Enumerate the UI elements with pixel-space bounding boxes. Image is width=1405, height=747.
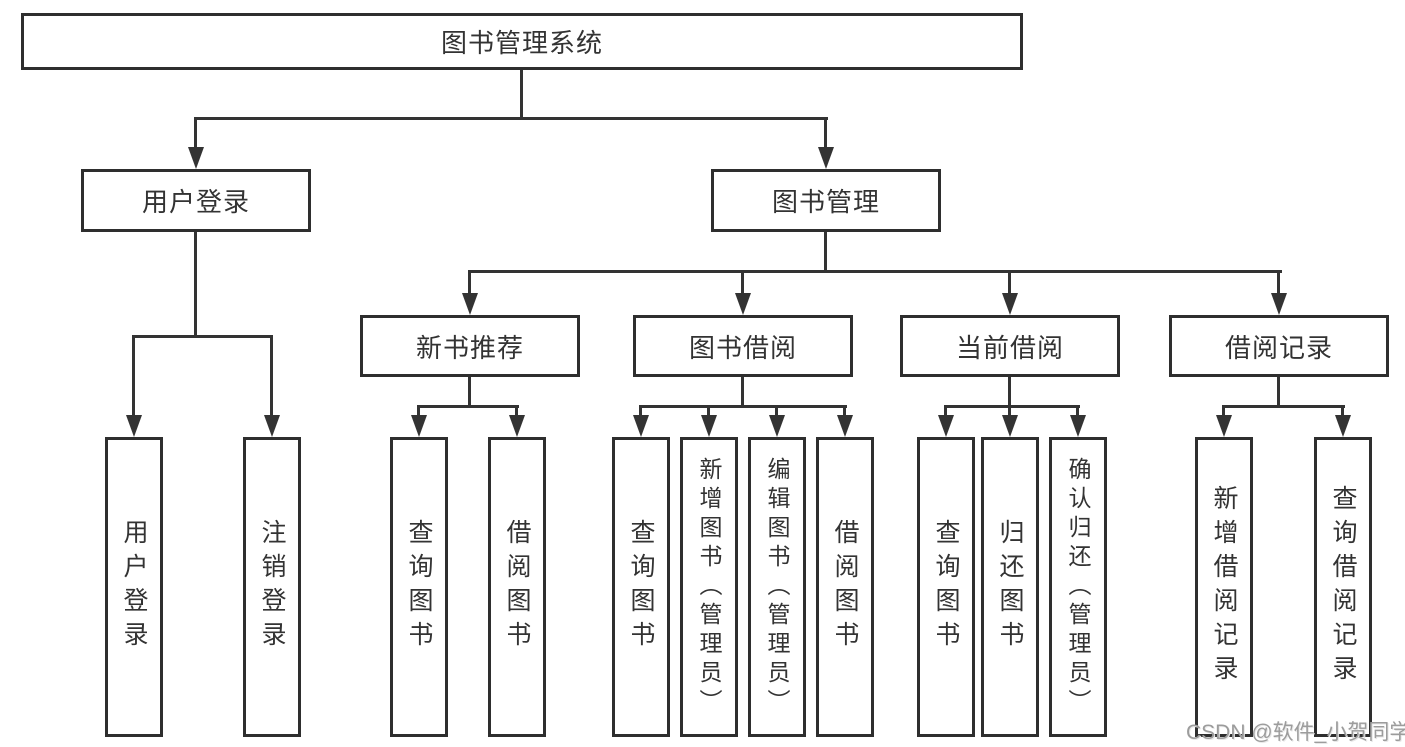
arrow-down-icon	[462, 293, 478, 315]
arrow-down-icon	[126, 415, 142, 437]
connector-leaf	[1008, 405, 1011, 417]
arrow-down-icon	[1002, 293, 1018, 315]
connector-book-borrow-stem	[741, 377, 744, 408]
arrow-down-icon	[411, 415, 427, 437]
connector-user-login-rail	[132, 335, 273, 338]
arrow-down-icon	[837, 415, 853, 437]
leaf-query-borrow-record: 查询借阅记录	[1314, 437, 1372, 737]
connector-book-borrow-rail	[639, 405, 847, 408]
connector-book-management-stem	[824, 232, 827, 273]
node-borrow-record: 借阅记录	[1169, 315, 1389, 377]
arrow-down-icon	[1002, 415, 1018, 437]
connector-leaf	[515, 405, 518, 417]
arrow-down-icon	[735, 293, 751, 315]
arrow-down-icon	[188, 147, 204, 169]
arrow-down-icon	[1070, 415, 1086, 437]
leaf-logout-login: 注销登录	[243, 437, 301, 737]
arrow-down-icon	[701, 415, 717, 437]
arrow-down-icon	[938, 415, 954, 437]
leaf-query-books-recommend: 查询图书	[390, 437, 448, 737]
arrow-down-icon	[818, 147, 834, 169]
connector-new-book-rail	[417, 405, 519, 408]
leaf-edit-book-admin: 编辑图书（管理员）	[748, 437, 806, 737]
leaf-return-book: 归还图书	[981, 437, 1039, 737]
connector-level1-rail	[195, 117, 828, 120]
leaf-confirm-return-admin: 确认归还（管理员）	[1049, 437, 1107, 737]
node-current-borrow: 当前借阅	[900, 315, 1120, 377]
node-book-management: 图书管理	[711, 169, 941, 232]
arrow-down-icon	[264, 415, 280, 437]
connector-to-leaf-user-login	[132, 335, 135, 417]
node-book-borrow: 图书借阅	[633, 315, 853, 377]
arrow-down-icon	[633, 415, 649, 437]
connector-to-leaf-logout	[270, 335, 273, 417]
connector-root-stem	[520, 70, 523, 120]
leaf-borrow-books-recommend: 借阅图书	[488, 437, 546, 737]
connector-new-book-stem	[468, 377, 471, 408]
connector-to-user-login	[194, 117, 197, 149]
connector-user-login-stem	[194, 232, 197, 336]
connector-to-borrow-record	[1277, 270, 1280, 295]
node-new-book-recommend: 新书推荐	[360, 315, 580, 377]
leaf-query-books-current: 查询图书	[917, 437, 975, 737]
connector-borrow-record-stem	[1277, 377, 1280, 408]
connector-leaf	[1222, 405, 1225, 417]
connector-level2-rail	[468, 270, 1282, 273]
arrow-down-icon	[509, 415, 525, 437]
connector-current-borrow-rail	[944, 405, 1080, 408]
node-user-login: 用户登录	[81, 169, 311, 232]
connector-leaf	[417, 405, 420, 417]
csdn-watermark: CSDN @软件_小贺同学	[1186, 721, 1405, 744]
connector-leaf	[944, 405, 947, 417]
connector-leaf	[707, 405, 710, 417]
leaf-user-login: 用户登录	[105, 437, 163, 737]
connector-leaf	[1076, 405, 1079, 417]
connector-borrow-record-rail	[1222, 405, 1345, 408]
connector-to-book-borrow	[741, 270, 744, 295]
leaf-add-book-admin: 新增图书（管理员）	[680, 437, 738, 737]
arrow-down-icon	[1335, 415, 1351, 437]
connector-current-borrow-stem	[1008, 377, 1011, 408]
node-root-library-system: 图书管理系统	[21, 13, 1023, 70]
arrow-down-icon	[1271, 293, 1287, 315]
connector-leaf	[639, 405, 642, 417]
connector-to-current-borrow	[1008, 270, 1011, 295]
leaf-query-books-borrow: 查询图书	[612, 437, 670, 737]
connector-leaf	[843, 405, 846, 417]
arrow-down-icon	[1216, 415, 1232, 437]
connector-to-book-management	[824, 117, 827, 149]
leaf-add-borrow-record: 新增借阅记录	[1195, 437, 1253, 737]
connector-to-new-book	[468, 270, 471, 295]
leaf-borrow-books: 借阅图书	[816, 437, 874, 737]
connector-leaf	[775, 405, 778, 417]
arrow-down-icon	[769, 415, 785, 437]
connector-leaf	[1341, 405, 1344, 417]
